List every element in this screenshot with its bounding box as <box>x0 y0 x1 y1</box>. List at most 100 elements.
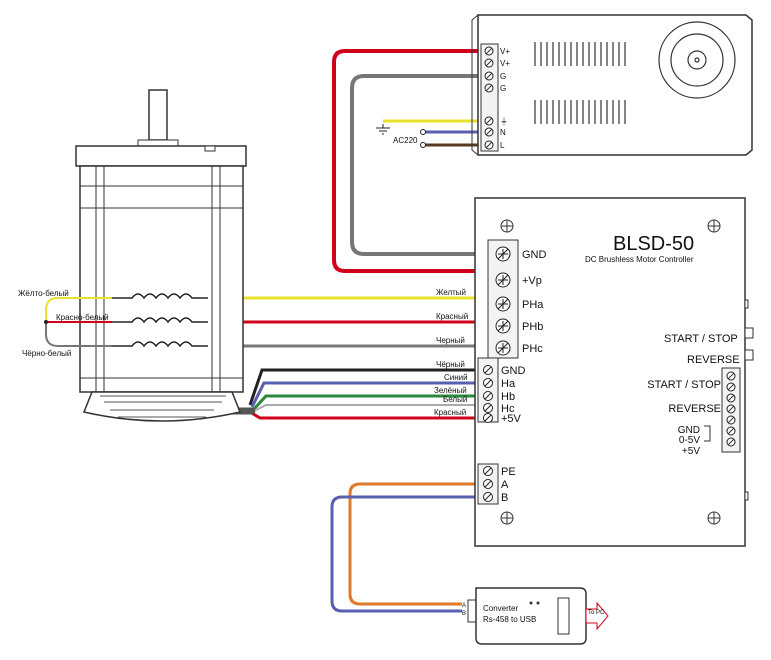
psu-terminal-screw <box>484 71 494 81</box>
start-stop-button[interactable] <box>744 327 754 339</box>
wire-label-red: Красный <box>436 312 468 321</box>
psu-terminal-screw <box>484 140 494 150</box>
terminal-label: PHa <box>522 299 544 311</box>
hall-terminal-screw <box>483 413 493 423</box>
winding-leads <box>44 297 112 347</box>
converter-pin-b: B <box>462 611 466 617</box>
reverse-button[interactable] <box>744 349 754 361</box>
mount-screw-icon <box>500 219 721 525</box>
phase-wires <box>208 296 488 348</box>
wire-label-yellow: Желтый <box>436 288 466 297</box>
rs485-wire-a <box>348 482 488 606</box>
hall-terminal-label: Hc <box>501 403 515 415</box>
power-wire-ground <box>350 74 488 256</box>
psu-terminal-label: ⏚ <box>500 117 508 126</box>
psu-terminal-label: L <box>500 141 505 150</box>
usb-port <box>557 597 570 635</box>
hall-wire-black <box>248 368 488 406</box>
psu-terminal-label: V+ <box>500 47 510 56</box>
power-supply: V+ V+ GG ⏚ NL AC220 <box>393 14 753 156</box>
hall-terminal-label: +5V <box>501 413 522 425</box>
psu-terminal-screw <box>484 127 494 137</box>
hall-label-white: Белый <box>443 395 467 404</box>
psu-terminal-label: V+ <box>500 59 510 68</box>
wire-labels: Желтый Красный Черный Чёрный Синий Зелён… <box>434 288 468 417</box>
controller: BLSD-50 DC Brushless Motor Controller GN… <box>474 197 754 547</box>
control-terminal-label: START / STOP <box>647 379 721 391</box>
psu-terminal-screw <box>484 83 494 93</box>
psu-fan-grill <box>658 21 736 99</box>
controller-title: BLSD-50 <box>613 233 694 255</box>
motor-shaft <box>148 89 168 141</box>
psu-vents <box>534 42 626 124</box>
hall-terminal-screw <box>483 391 493 401</box>
hall-label-green: Зелёный <box>434 386 467 395</box>
rs485-wires <box>330 482 488 613</box>
control-terminal-label: 0-5V <box>679 435 700 446</box>
control-terminal-screw <box>726 382 736 392</box>
winding-label-black: Чёрно-белый <box>22 349 71 358</box>
psu-terminal-screw <box>484 116 494 126</box>
control-terminal-label: GND <box>678 425 700 436</box>
psu-terminal-label: N <box>500 128 506 137</box>
hall-label-black: Чёрный <box>436 360 465 369</box>
control-terminal-screw <box>726 415 736 425</box>
wire-label-black: Черный <box>436 336 465 345</box>
hall-terminal-screw <box>483 378 493 388</box>
hall-label-blue: Синий <box>444 373 468 382</box>
rs485-terminal-label: B <box>501 492 508 504</box>
control-terminal-screw <box>726 371 736 381</box>
motor-windings <box>112 293 208 348</box>
winding-label-red: Красно-белый <box>56 313 109 322</box>
power-wires <box>332 49 488 273</box>
hall-terminal-label: Hb <box>501 391 515 403</box>
hall-wire-white <box>255 404 488 411</box>
to-pc-label: To PC <box>588 610 605 616</box>
converter-line1: Converter <box>483 604 518 613</box>
terminal-label: PHb <box>522 321 543 333</box>
motor-flange-boss <box>137 139 179 147</box>
converter-line2: Rs-458 to USB <box>483 615 536 624</box>
hall-wire-green <box>252 394 488 411</box>
star-point <box>44 320 48 324</box>
control-terminal-screw <box>726 437 736 447</box>
rs485-terminal-screw <box>483 479 493 489</box>
converter-pin-a: A <box>462 603 466 609</box>
side-buttons: START / STOP REVERSE <box>664 299 754 501</box>
rs485-wire-b <box>330 495 488 613</box>
hall-terminal-label: Ha <box>501 378 516 390</box>
controller-body <box>474 197 746 547</box>
motor-front-flange <box>75 145 247 167</box>
ac-label: AC220 <box>393 136 418 145</box>
motor-body <box>79 165 244 393</box>
rs485-terminal-label: PE <box>501 466 516 478</box>
psu-terminal-screw <box>484 58 494 68</box>
arrow-right-icon <box>585 601 609 631</box>
psu-terminal-label: G <box>500 72 506 81</box>
control-terminal-screw <box>726 426 736 436</box>
hall-terminal-label: GND <box>501 365 526 377</box>
button-label-start-stop: START / STOP <box>664 333 738 345</box>
usb-converter: A B Converter Rs-458 to USB To PC <box>462 587 609 645</box>
control-terminal-screw <box>726 393 736 403</box>
psu-terminal-screw <box>484 46 494 56</box>
psu-terminal-block <box>480 43 499 152</box>
control-terminal-screw <box>726 404 736 414</box>
mains-wires <box>376 119 484 148</box>
pot-bracket <box>704 425 711 442</box>
psu-body <box>477 14 753 156</box>
rs485-terminal-screw <box>483 492 493 502</box>
hall-terminal-screw <box>483 403 493 413</box>
rs485-terminal-label: A <box>501 479 509 491</box>
rs485-terminal-screw <box>483 466 493 476</box>
control-terminal-label: REVERSE <box>668 403 721 415</box>
controller-subtitle: DC Brushless Motor Controller <box>585 255 694 264</box>
psu-terminal-label: G <box>500 84 506 93</box>
button-label-reverse: REVERSE <box>687 354 740 366</box>
earth-symbol <box>376 127 390 135</box>
